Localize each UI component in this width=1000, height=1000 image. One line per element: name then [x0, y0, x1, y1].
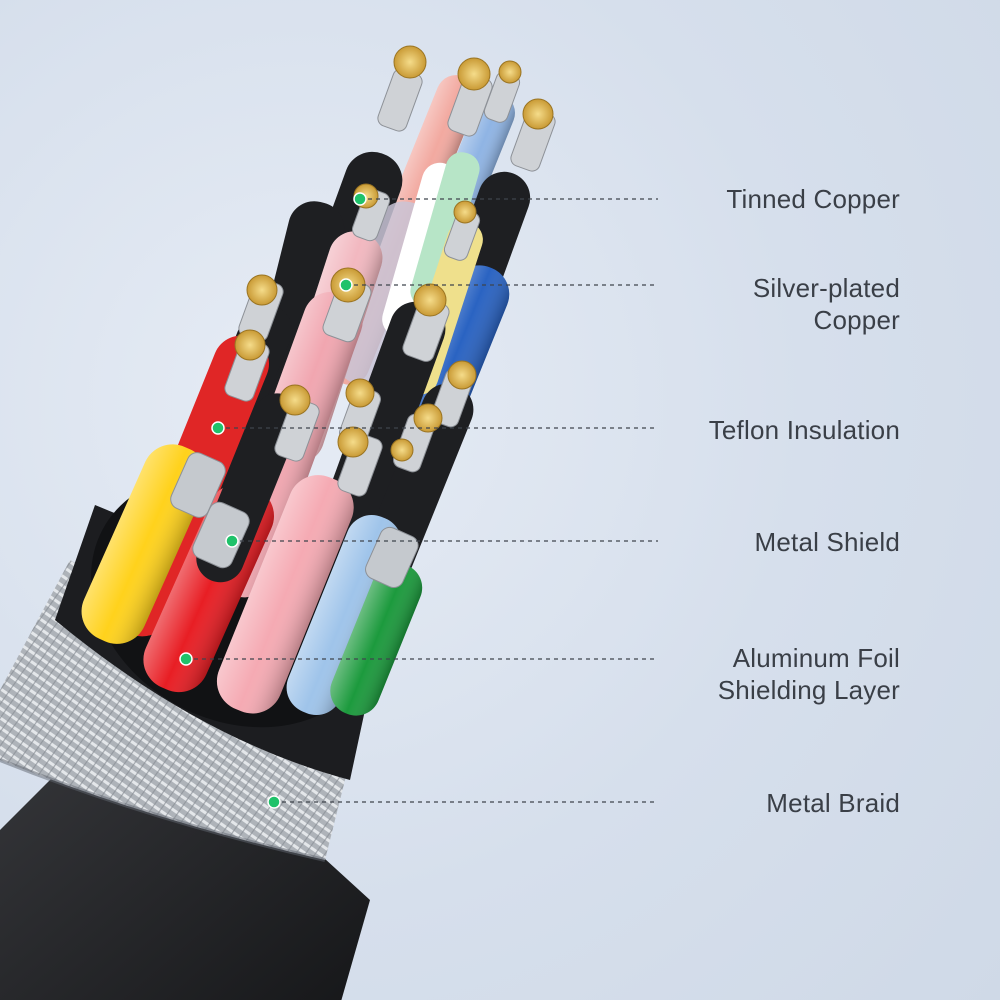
label-metal-shield-text: Metal Shield [754, 527, 900, 557]
label-teflon-insulation: Teflon Insulation [709, 414, 900, 446]
marker-tinned-copper [353, 192, 367, 206]
label-aluminum-line1: Aluminum Foil [732, 643, 900, 673]
label-metal-braid-text: Metal Braid [766, 788, 900, 818]
label-tinned-copper: Tinned Copper [726, 183, 900, 215]
label-aluminum-line2: Shielding Layer [717, 675, 900, 705]
label-tinned-copper-text: Tinned Copper [726, 184, 900, 214]
marker-silver-plated [339, 278, 353, 292]
label-silver-plated-line2: Copper [813, 305, 900, 335]
marker-teflon [211, 421, 225, 435]
leader-lines [186, 198, 658, 803]
marker-metal-shield [225, 534, 239, 548]
label-metal-shield: Metal Shield [755, 526, 900, 558]
label-teflon-text: Teflon Insulation [708, 415, 900, 445]
label-aluminum-foil: Aluminum Foil Shielding Layer [718, 642, 900, 706]
marker-aluminum-foil [179, 652, 193, 666]
marker-metal-braid [267, 795, 281, 809]
label-silver-plated-copper: Silver-plated Copper [753, 272, 900, 336]
marker-dots [179, 192, 367, 809]
label-silver-plated-line1: Silver-plated [752, 273, 900, 303]
label-metal-braid: Metal Braid [766, 787, 900, 819]
